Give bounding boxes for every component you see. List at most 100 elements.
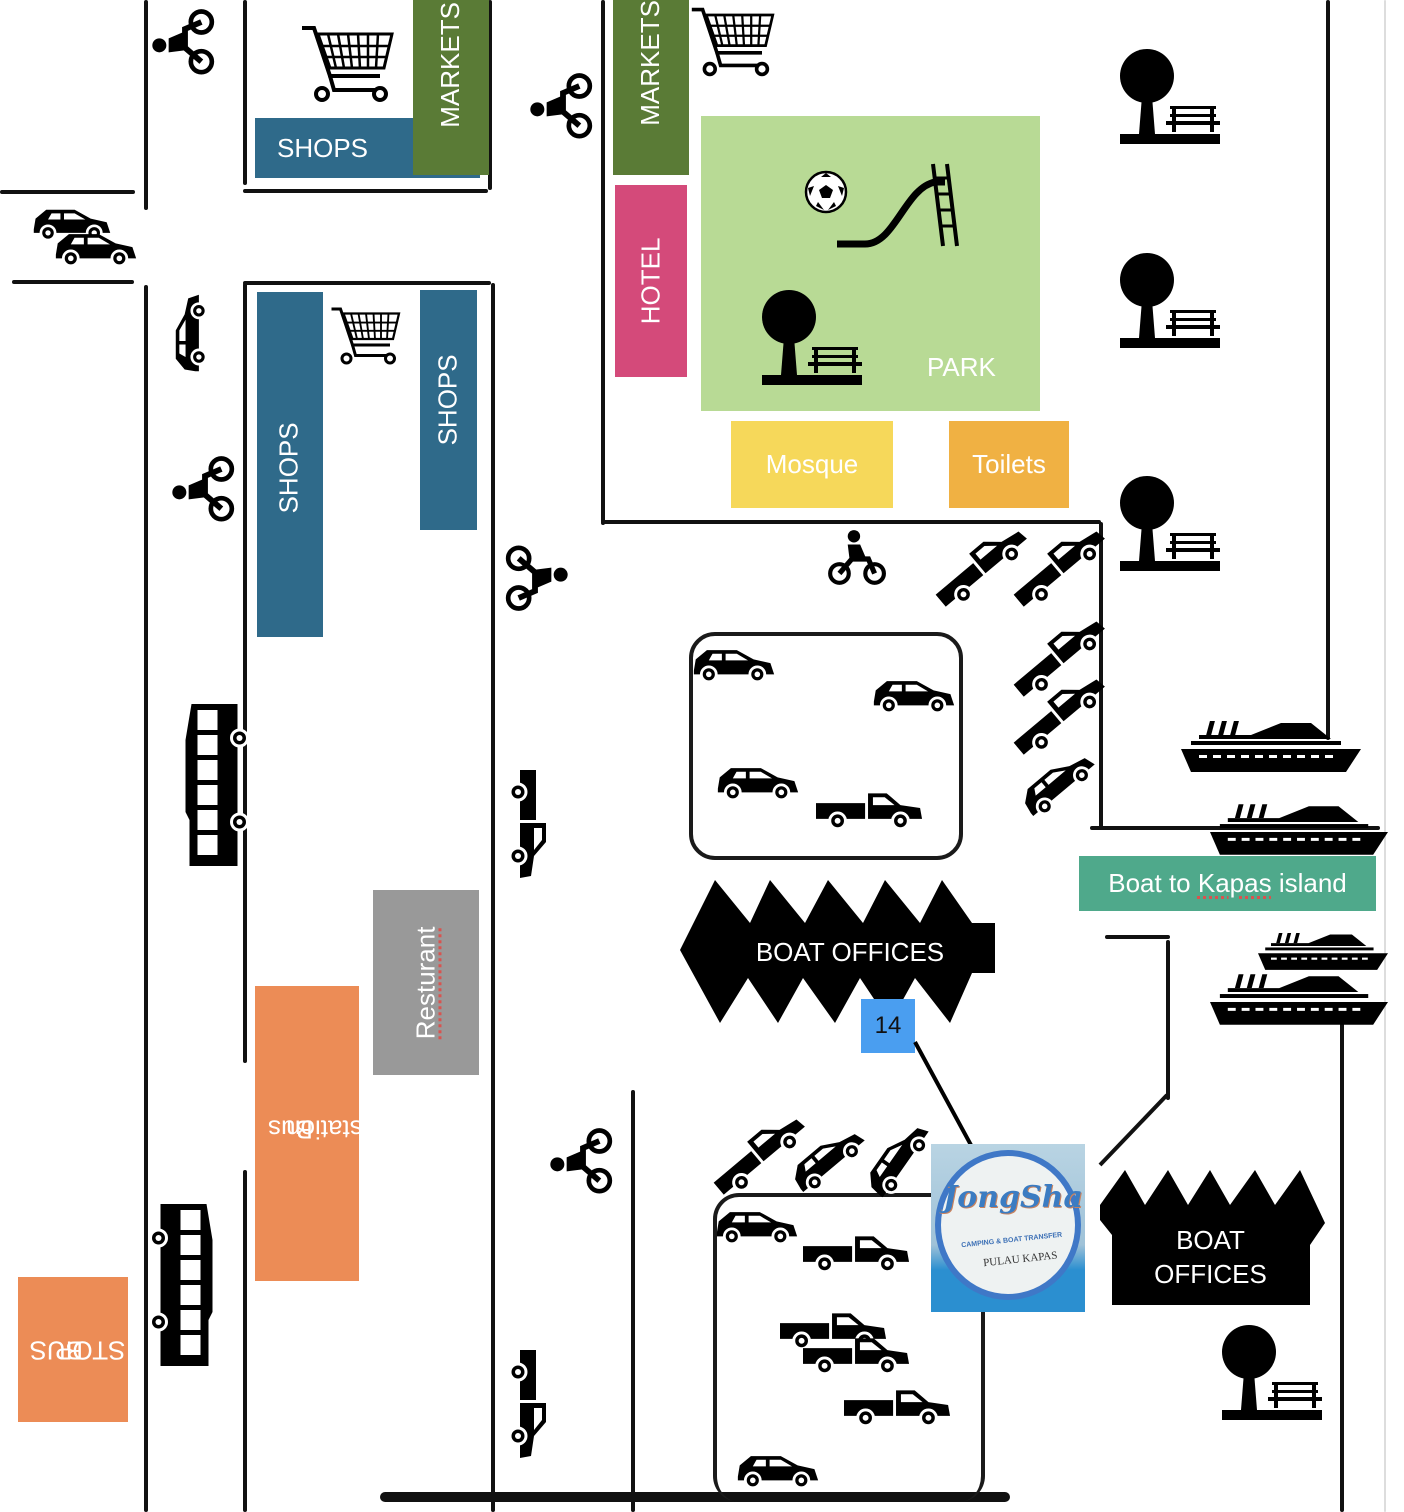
road-line — [1105, 935, 1170, 939]
road-line — [488, 0, 492, 190]
road-line — [1384, 0, 1386, 1512]
jongsha-logo-name: JongSha — [943, 1180, 1083, 1215]
bus-icon — [150, 1200, 215, 1370]
car-icon — [872, 677, 956, 715]
hotel[interactable]: HOTEL — [615, 185, 687, 377]
shops-tall[interactable]: SHOPS — [257, 292, 323, 637]
markets-left[interactable]: MARKETS — [413, 0, 489, 175]
road-line — [491, 283, 495, 1512]
toilets[interactable]: Toilets — [949, 421, 1069, 508]
road-line — [0, 190, 135, 194]
boat-to-kapas-prefix: Boat to — [1108, 868, 1198, 898]
ferry-icon — [1210, 800, 1388, 855]
motorcycle-icon — [548, 1127, 618, 1197]
road-line — [1326, 0, 1330, 740]
road-diagonal — [1098, 1093, 1169, 1167]
shops-top-label: SHOPS — [277, 132, 369, 163]
road-line — [144, 285, 148, 1512]
road-line — [380, 1492, 1010, 1502]
tree-bench-icon — [762, 287, 862, 387]
road-line — [1340, 1020, 1344, 1512]
tree-bench-icon — [1120, 473, 1220, 573]
road-line — [243, 281, 491, 285]
mosque-label: Mosque — [765, 449, 859, 479]
tree-bench-icon — [1120, 250, 1220, 350]
shops-narrow[interactable]: SHOPS — [420, 290, 477, 530]
ferry-icon — [1210, 970, 1388, 1025]
boat-offices-2-shape[interactable] — [1100, 1165, 1330, 1310]
bus-station-label: Bus station — [268, 1090, 363, 1167]
boat-offices-1-label: BOAT OFFICES — [755, 936, 945, 967]
callout-line — [913, 1041, 980, 1159]
markets-right-label: MARKETS — [635, 0, 666, 126]
boat-offices-1-shape[interactable] — [680, 878, 1000, 1028]
slide-icon — [837, 163, 959, 248]
car-icon — [716, 764, 800, 802]
bus-stop-label-line2: STOP — [54, 1335, 126, 1366]
callout-number: 14 — [874, 1012, 902, 1039]
bus-station[interactable]: Bus station — [255, 986, 363, 1281]
markets-left-label: MARKETS — [435, 2, 466, 128]
pickup-truck-icon — [803, 1233, 911, 1275]
boat-to-kapas-suffix: island — [1271, 868, 1347, 898]
shopping-cart-icon — [690, 2, 780, 82]
toilets-label: Toilets — [972, 449, 1046, 479]
mosque[interactable]: Mosque — [731, 421, 893, 508]
motorcycle-icon — [500, 542, 570, 612]
callout-badge[interactable]: 14 — [861, 999, 915, 1053]
boat-offices-2-label-line1: BOAT — [1176, 1224, 1245, 1255]
shops-tall-label: SHOPS — [274, 421, 305, 514]
boat-to-kapas-label: Boat to Kapas island — [1108, 868, 1347, 899]
shopping-cart-icon — [300, 20, 400, 108]
shopping-cart-icon — [330, 302, 405, 370]
boat-offices-1[interactable]: BOAT OFFICES — [730, 930, 970, 974]
boat-to-kapas-word: Kapas — [1197, 868, 1272, 898]
car-icon — [54, 230, 138, 268]
motorcycle-icon — [150, 8, 220, 78]
boat-offices-2-label-line2: OFFICES — [1154, 1258, 1267, 1289]
boat-offices-2[interactable]: BOAT OFFICES — [1113, 1220, 1308, 1295]
car-icon — [172, 293, 208, 373]
tree-bench-icon — [1222, 1322, 1322, 1422]
pickup-truck-icon — [503, 770, 553, 880]
bus-station-label-line2: station — [285, 1114, 363, 1145]
boat-to-kapas-sign[interactable]: Boat to Kapas island — [1079, 856, 1376, 911]
motorcycle-icon — [528, 72, 598, 142]
road-line — [1166, 940, 1170, 1100]
bus-stop[interactable]: BUS STOP — [18, 1277, 128, 1422]
road-line — [601, 0, 605, 525]
park[interactable]: PARK — [701, 116, 1040, 411]
road-line — [243, 1170, 247, 1512]
pickup-truck-icon — [503, 1350, 553, 1460]
car-icon — [715, 1208, 799, 1246]
parking-lot-lower — [713, 1193, 985, 1502]
ferry-icon — [1180, 717, 1362, 772]
road-line — [1090, 826, 1380, 830]
road-line — [12, 280, 134, 284]
car-icon — [736, 1452, 820, 1490]
motorcycle-icon — [825, 528, 887, 590]
bus-icon — [183, 700, 248, 870]
shops-narrow-label: SHOPS — [432, 354, 463, 446]
motorcycle-icon — [170, 455, 240, 525]
jongsha-logo[interactable]: JongSha CAMPING & BOAT TRANSFER PULAU KA… — [931, 1144, 1085, 1312]
jongsha-logo-circle — [935, 1150, 1081, 1300]
parking-lot-upper — [689, 632, 963, 860]
pickup-truck-icon — [803, 1335, 911, 1377]
pickup-truck-icon — [816, 790, 924, 832]
boat-offices-1-zigzag — [680, 880, 995, 1023]
road-line — [631, 1090, 635, 1512]
markets-right[interactable]: MARKETS — [613, 0, 689, 175]
soccer-ball-icon — [804, 170, 848, 214]
restaurant-label: Resturant — [410, 926, 441, 1039]
park-label: PARK — [927, 352, 996, 382]
tree-bench-icon — [1120, 46, 1220, 146]
pickup-truck-icon — [844, 1387, 952, 1429]
ferry-icon — [1258, 930, 1388, 970]
road-line — [243, 189, 488, 193]
car-icon — [692, 646, 776, 684]
road-line — [243, 283, 247, 1063]
road-line — [243, 0, 247, 185]
boat-offices-2-zigzag — [1100, 1170, 1325, 1305]
restaurant[interactable]: Resturant — [373, 890, 479, 1075]
